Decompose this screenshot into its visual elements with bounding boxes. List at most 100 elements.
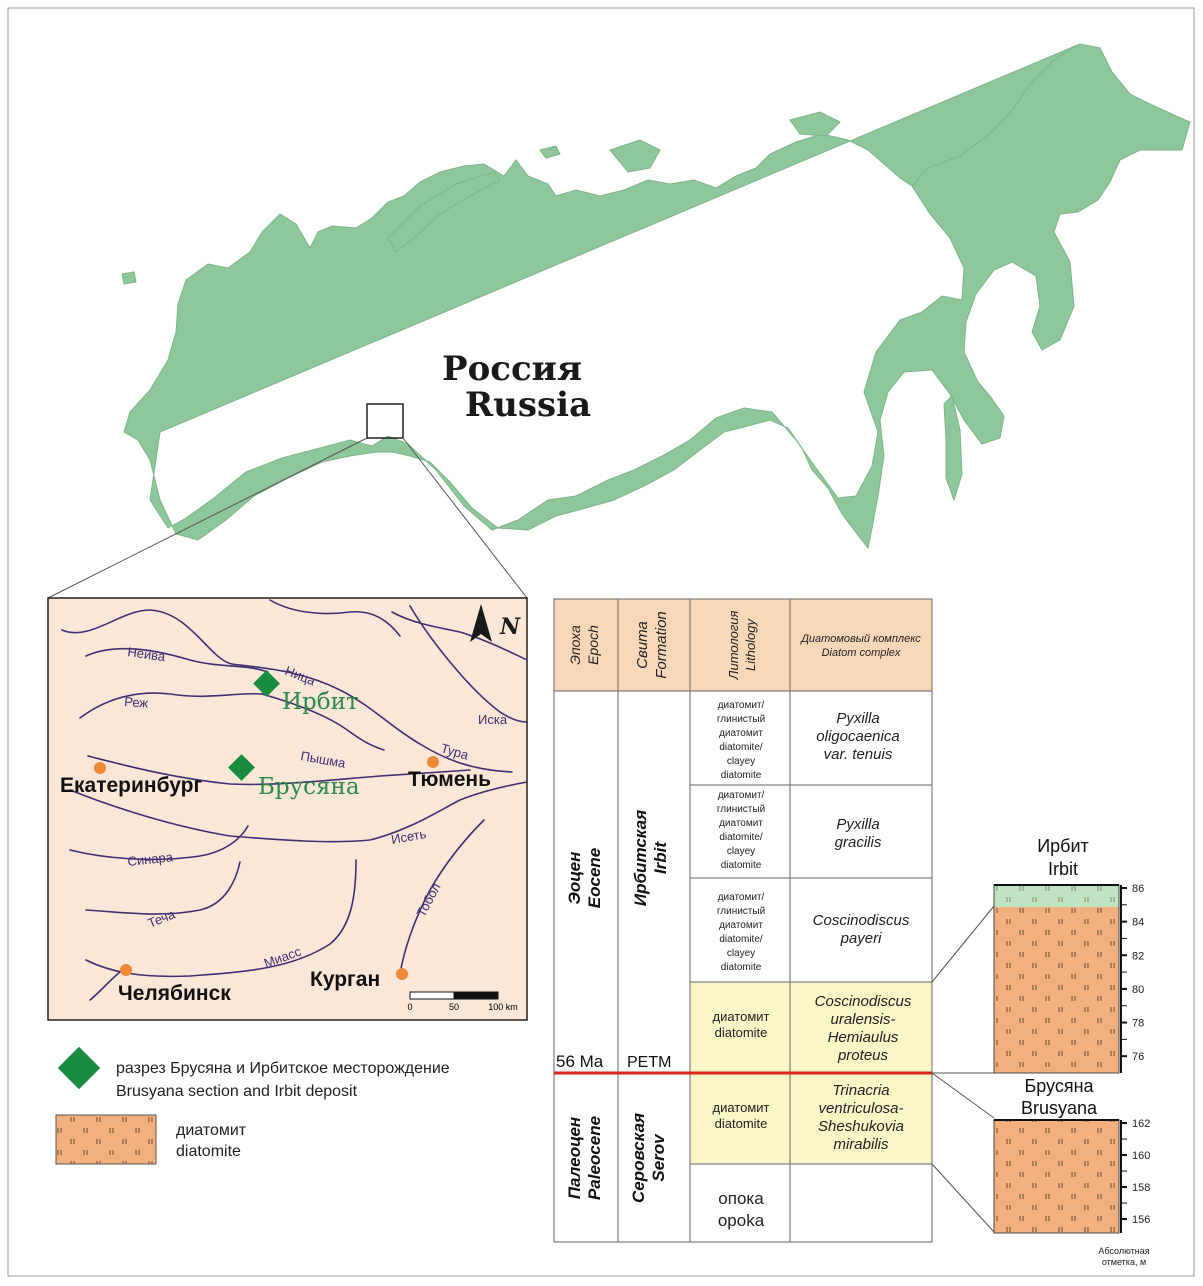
city-marker-tyumen [427, 756, 439, 768]
site-label-brusyana: Брусяна [258, 774, 360, 800]
lith-row6-l1: опока [718, 1189, 764, 1208]
lith-row3-l2: глинистый [717, 906, 765, 917]
column-brusyana-title-en: Brusyana [1021, 1098, 1098, 1118]
river-tura [61, 609, 513, 773]
irbit-axis-tick-label: 82 [1132, 950, 1144, 962]
epoch-eocene-ru: Эоцен [565, 852, 584, 905]
river-rezh [79, 692, 263, 719]
lith-row4-l1: диатомит [713, 1009, 770, 1024]
river-uy [89, 971, 121, 1001]
lith-row2-l1: диатомит/ [718, 790, 765, 801]
lith-row3-l5: clayey [727, 948, 755, 959]
legend-diatomite-ru: диатомит [176, 1122, 247, 1139]
irbit-axis-tick-label: 80 [1132, 984, 1144, 996]
epoch-paleocene-ru: Палеоцен [565, 1117, 584, 1199]
diatom-row4-l3: Hemiaulus [828, 1029, 899, 1046]
brusyana-axis-tick-label: 162 [1132, 1118, 1150, 1130]
lith-row2-l5: clayey [727, 846, 755, 857]
lith-row1-l4: diatomite/ [719, 742, 763, 753]
figure-frame [7, 7, 1195, 1277]
site-label-irbit: Ирбит [282, 689, 359, 715]
lith-row2-l4: diatomite/ [719, 832, 763, 843]
river-neiva [85, 648, 269, 673]
irbit-axis-tick-label: 84 [1132, 917, 1144, 929]
irbit-axis-tick-label: 86 [1132, 883, 1144, 895]
diatom-row5-l4: mirabilis [833, 1136, 889, 1153]
river-label-rezh: Реж [124, 694, 149, 711]
sakhalin [943, 395, 963, 502]
new-siberian-islands [789, 111, 841, 137]
cell-diatomite-eocene [690, 982, 932, 1072]
diatom-row5-l3: Sheshukovia [818, 1118, 904, 1135]
scale-tick-50: 50 [449, 1002, 459, 1012]
scale-bar-white [409, 991, 455, 1000]
lith-row3-l6: diatomite [721, 962, 762, 973]
header-epoch-ru: Эпоха [567, 625, 583, 665]
header-formation-ru: Свита [634, 621, 651, 669]
lith-row6-l2: opoka [718, 1211, 765, 1230]
diatom-row3-l2: payeri [840, 930, 883, 947]
river-label-iset: Исеть [390, 826, 428, 847]
diatom-row5-l2: ventriculosa- [818, 1100, 903, 1117]
map-label-en: Russia [465, 385, 591, 425]
diatom-row2-l2: gracilis [835, 834, 882, 851]
boundary-age: 56 Ma [556, 1052, 604, 1071]
river-network [61, 599, 528, 1001]
table-header-bg [554, 599, 932, 691]
study-area-box [366, 403, 404, 439]
city-marker-chelyabinsk [120, 964, 132, 976]
formation-irbit-ru: Ирбитская [631, 810, 650, 906]
inset-frame [47, 597, 528, 1021]
axis-label-line2: отметка, м [1102, 1257, 1146, 1267]
column-irbit-title-ru: Ирбит [1037, 836, 1089, 856]
river-nitsa [261, 693, 385, 751]
axis-label-line1: Абсолютная [1098, 1246, 1149, 1256]
legend-site-icon [57, 1046, 101, 1090]
brusyana-axis-tick-label: 160 [1132, 1150, 1150, 1162]
lith-row2-l6: diatomite [721, 860, 762, 871]
river-tobol [399, 819, 485, 975]
connector-brusyana-top [931, 1072, 995, 1119]
zoom-line-right [402, 437, 528, 599]
scale-bar-black [453, 991, 499, 1000]
column-brusyana-pattern [994, 1120, 1119, 1233]
legend-diatomite-pattern [56, 1115, 156, 1164]
header-diatom-en: Diatom complex [822, 647, 901, 659]
formation-serov-ru: Серовская [629, 1113, 648, 1203]
lith-row3-l1: диатомит/ [718, 892, 765, 903]
kaliningrad [121, 271, 137, 285]
column-irbit-title-en: Irbit [1048, 859, 1078, 879]
russia-landmass [123, 43, 1191, 550]
table-frame [553, 598, 933, 1243]
zoom-line-left [47, 437, 368, 599]
river-pyshma [87, 755, 471, 786]
header-lithology-en: Lithology [743, 617, 758, 671]
formation-irbit-en: Irbit [651, 841, 670, 874]
diatom-row4-l1: Coscinodiscus [815, 993, 912, 1010]
franz-josef [539, 145, 561, 159]
epoch-eocene-en: Eocene [585, 848, 604, 908]
lith-row5-l2: diatomite [715, 1116, 768, 1131]
lith-row1-l6: diatomite [721, 770, 762, 781]
lith-row5-l1: диатомит [713, 1100, 770, 1115]
river-sinara [69, 825, 249, 861]
brusyana-axis-tick-label: 158 [1132, 1182, 1150, 1194]
russia-map: Россия Russia [47, 43, 1191, 599]
boundary-event: PETM [627, 1054, 671, 1071]
lith-row2-l2: глинистый [717, 804, 765, 815]
river-label-neiva: Нейва [127, 644, 167, 664]
river-iset [69, 781, 528, 843]
river-techa [85, 861, 241, 915]
river-label-iska: Иска [478, 712, 508, 727]
map-label-ru: Россия [442, 349, 582, 389]
lith-row1-l3: диатомит [719, 728, 763, 739]
scale-tick-0: 0 [407, 1002, 412, 1012]
river-iska [409, 605, 528, 723]
city-label-chelyabinsk: Челябинск [118, 982, 231, 1005]
epoch-paleocene-en: Paleocene [585, 1116, 604, 1200]
river-tagil [269, 599, 401, 637]
river-tavda [391, 611, 528, 661]
lith-row1-l5: clayey [727, 756, 755, 767]
diatom-row5-l1: Trinacria [832, 1082, 889, 1099]
